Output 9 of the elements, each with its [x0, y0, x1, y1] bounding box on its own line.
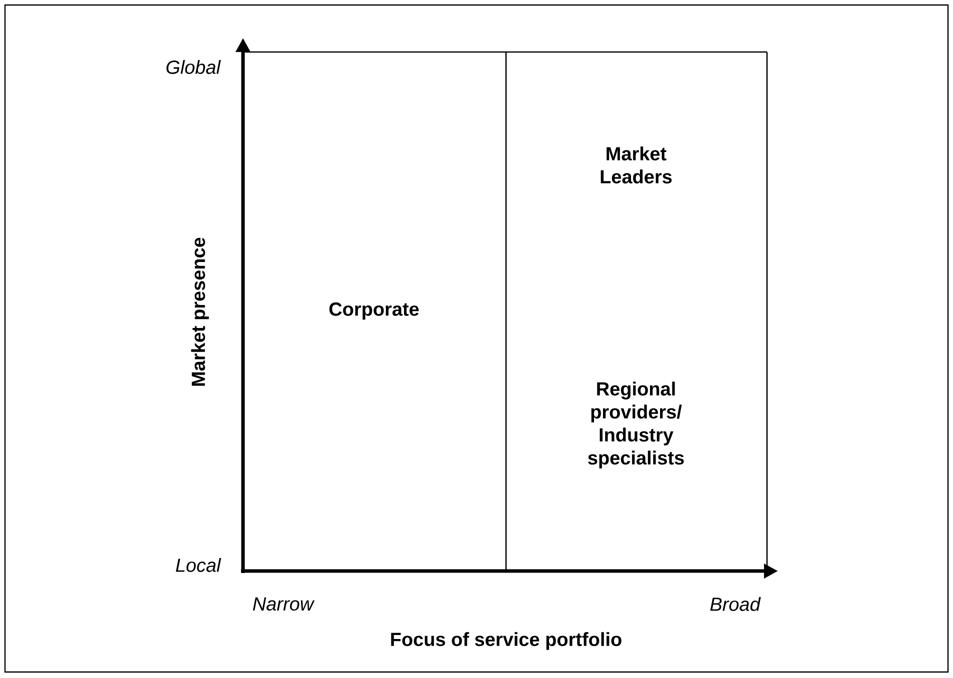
quadrant-label: Regional providers/ Industry specialists	[588, 382, 684, 468]
axis-end-label: Broad	[710, 597, 761, 611]
quadrant-label: Corporate	[329, 302, 419, 320]
axis-title: Focus of service portfolio	[391, 632, 622, 650]
axis-end-label: Narrow	[252, 597, 315, 611]
quadrant-label: Market Leaders	[600, 146, 672, 184]
axis-end-label: Global	[166, 60, 221, 74]
axis-title: Market presence	[191, 238, 209, 386]
axis-end-label: Local	[176, 558, 222, 572]
